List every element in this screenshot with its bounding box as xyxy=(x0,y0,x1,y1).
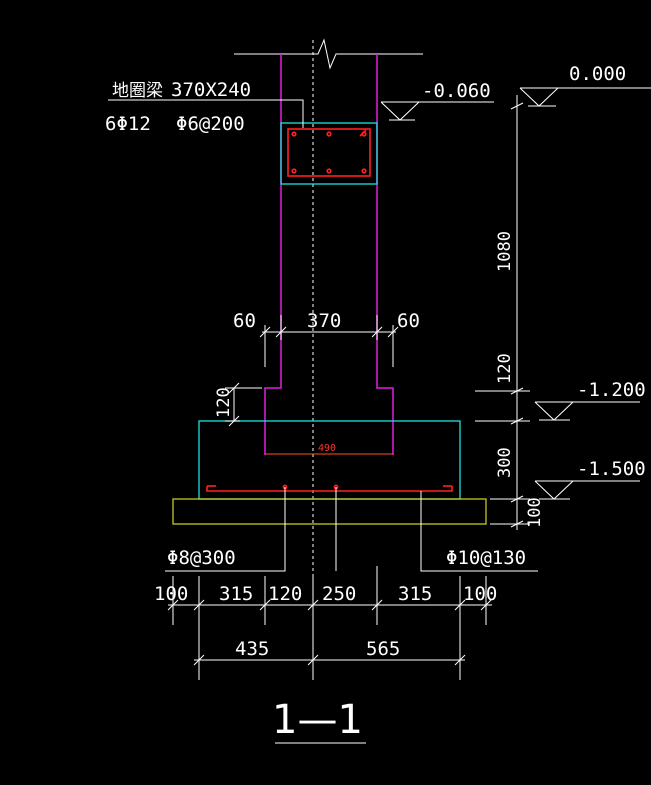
dim-step-right: 120 xyxy=(495,353,515,384)
ring-beam-main-bars xyxy=(291,131,367,174)
dim-left-offset: 60 xyxy=(233,310,256,332)
dim-row2-1: 435 xyxy=(235,638,269,660)
ring-beam-stirrups-label: Φ6@200 xyxy=(176,113,245,135)
ring-beam-main-bars-label: 6Φ12 xyxy=(105,113,151,135)
distribution-bar-leader xyxy=(165,487,286,572)
dim-wall-height: 1080 xyxy=(495,231,515,272)
level-marker-footing-base xyxy=(534,480,640,500)
dim-row1-2: 315 xyxy=(219,583,253,605)
wall-left-edge xyxy=(264,54,282,455)
ring-beam-size: 370X240 xyxy=(171,79,251,101)
step-left-tick xyxy=(228,382,240,394)
ring-beam-stirrup xyxy=(287,128,371,177)
dim-row1-1: 100 xyxy=(154,583,188,605)
dim-wall-width: 370 xyxy=(307,310,341,332)
cushion-layer xyxy=(172,498,487,525)
level-marker-damp-course xyxy=(380,101,494,121)
level-marker-footing-step xyxy=(534,401,640,421)
level-ground: 0.000 xyxy=(569,63,626,85)
ring-beam-leader xyxy=(108,99,304,128)
footing-outline xyxy=(198,420,461,500)
dim-cushion-depth: 100 xyxy=(525,497,545,528)
main-rebar-label: Φ10@130 xyxy=(446,547,526,569)
dim-right-offset: 60 xyxy=(397,310,420,332)
distribution-rebar-label: Φ8@300 xyxy=(167,547,236,569)
dim-row2-2: 565 xyxy=(366,638,400,660)
dim-row1-5: 315 xyxy=(398,583,432,605)
vertical-dim-ticks xyxy=(475,102,530,528)
main-bar-leader xyxy=(420,491,538,572)
break-line xyxy=(234,38,423,70)
bottom-dim-row1-ticks xyxy=(167,566,492,625)
dim-row1-4: 250 xyxy=(322,583,356,605)
wall-right-edge xyxy=(376,54,394,455)
level-footing-step: -1.200 xyxy=(577,379,646,401)
level-marker-ground xyxy=(519,87,651,107)
ring-beam-outline xyxy=(280,122,378,185)
step-left-tick xyxy=(228,415,240,427)
bottom-dim-row2-ticks xyxy=(193,625,466,680)
footing-inner-dim: 490 xyxy=(318,443,336,454)
wall-dim-ticks xyxy=(259,315,399,367)
dim-row1-3: 120 xyxy=(268,583,302,605)
section-title: 1—1 xyxy=(272,697,363,743)
level-damp-course: -0.060 xyxy=(422,80,491,102)
dim-footing-depth: 300 xyxy=(495,447,515,478)
ring-beam-label: 地圈梁 xyxy=(112,81,163,101)
dim-step-left: 120 xyxy=(214,387,234,418)
footing-bottom-rebar xyxy=(206,486,453,492)
level-footing-base: -1.500 xyxy=(577,458,646,480)
dim-row1-6: 100 xyxy=(463,583,497,605)
